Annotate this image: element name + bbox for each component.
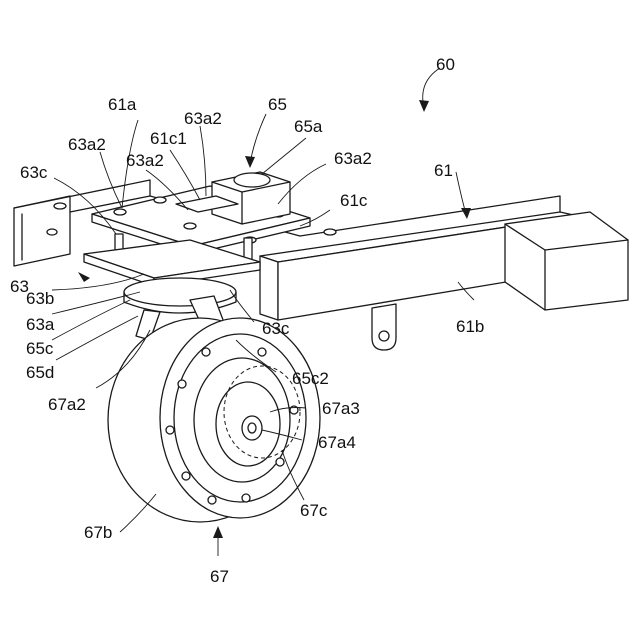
label-63a2-right: 63a2 bbox=[334, 149, 372, 168]
wheel bbox=[108, 318, 320, 522]
label-67: 67 bbox=[210, 567, 229, 586]
label-63a2-top: 63a2 bbox=[184, 109, 222, 128]
label-67b: 67b bbox=[84, 523, 112, 542]
label-61: 61 bbox=[434, 161, 453, 180]
label-60: 60 bbox=[436, 55, 455, 74]
label-61c: 61c bbox=[340, 191, 368, 210]
label-67a4: 67a4 bbox=[318, 433, 356, 452]
label-63a2-left: 63a2 bbox=[68, 135, 106, 154]
label-65c2: 65c2 bbox=[292, 369, 329, 388]
label-65: 65 bbox=[268, 95, 287, 114]
label-61c1: 61c1 bbox=[150, 129, 187, 148]
label-63c-low: 63c bbox=[262, 319, 290, 338]
label-63a2-mid: 63a2 bbox=[126, 151, 164, 170]
label-65d: 65d bbox=[26, 363, 54, 382]
label-63a: 63a bbox=[26, 315, 55, 334]
label-61a: 61a bbox=[108, 95, 137, 114]
label-65a: 65a bbox=[294, 117, 323, 136]
label-67a2: 67a2 bbox=[48, 395, 86, 414]
label-61b: 61b bbox=[456, 317, 484, 336]
label-65c: 65c bbox=[26, 339, 54, 358]
label-63c-top: 63c bbox=[20, 163, 48, 182]
label-67a3: 67a3 bbox=[322, 399, 360, 418]
label-67c: 67c bbox=[300, 501, 328, 520]
label-63b: 63b bbox=[26, 289, 54, 308]
